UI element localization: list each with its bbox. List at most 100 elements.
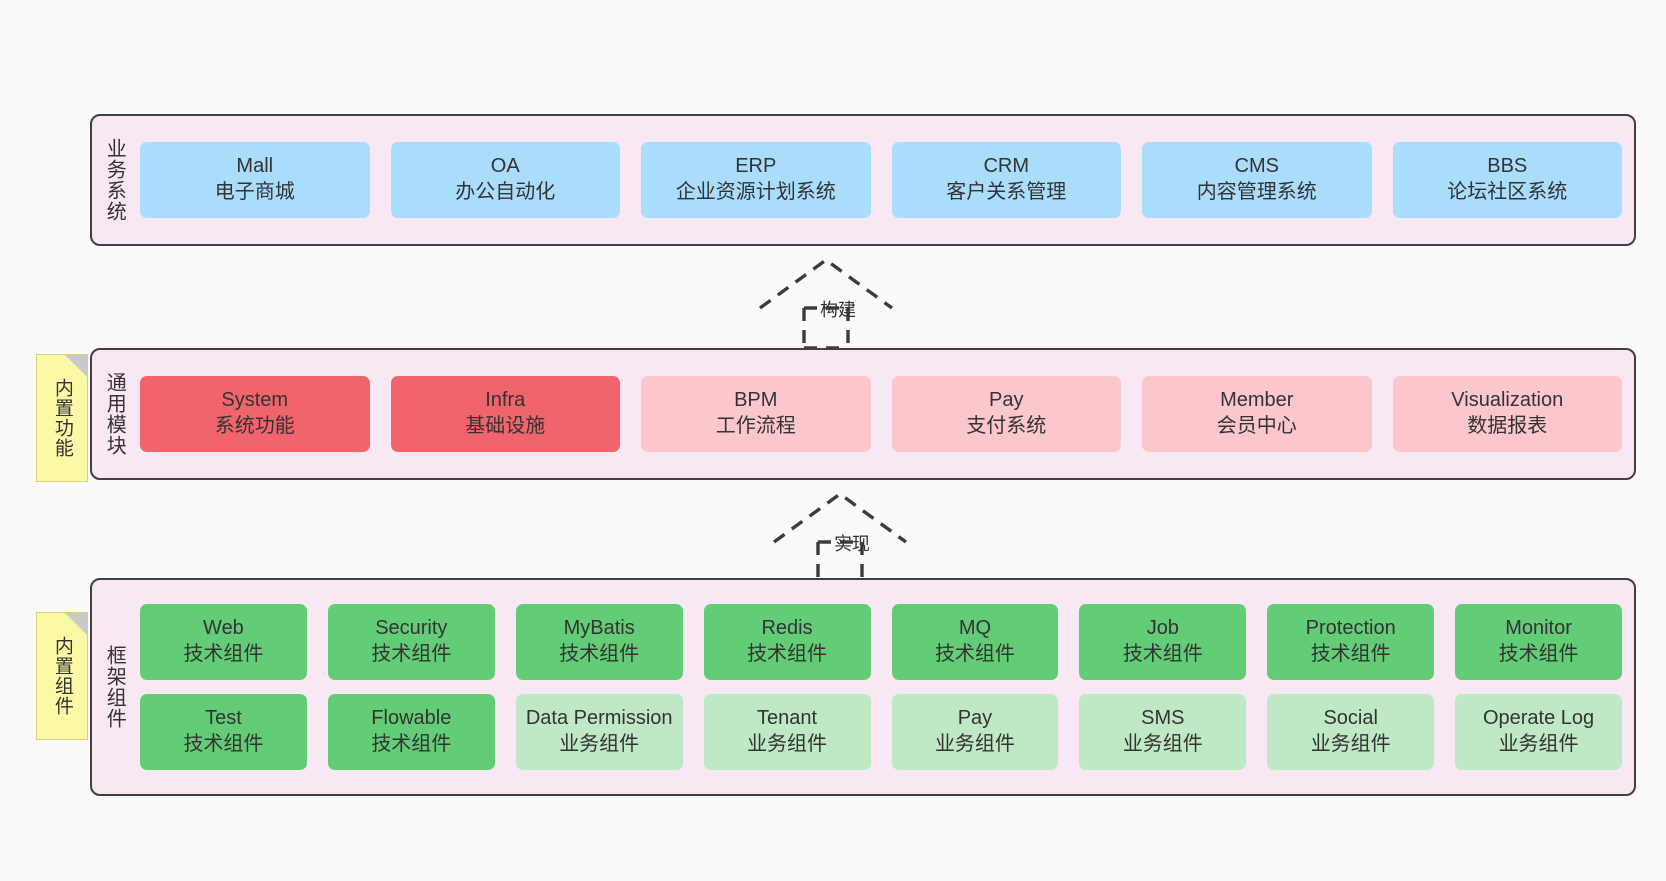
note-builtin-features: 内置功能 [36, 354, 88, 482]
module-card-title: System [221, 389, 289, 412]
component-card-title: MyBatis [563, 617, 635, 640]
module-card-subtitle: 工作流程 [715, 415, 796, 437]
module-card-title: Infra [485, 389, 526, 412]
component-card-title: Redis [761, 617, 813, 640]
layer-body-common-modules: System 系统功能 Infra 基础设施 BPM 工作流程 Pay 支付系统… [136, 350, 1634, 478]
component-card-title: Security [375, 617, 448, 640]
module-card-bpm[interactable]: BPM 工作流程 [641, 376, 871, 452]
component-card-subtitle: 业务组件 [934, 733, 1015, 755]
module-card-title: Member [1220, 389, 1294, 412]
relationship-arrow-implement-label: 实现 [834, 534, 870, 554]
relationship-arrow-implement: 实现 [772, 491, 922, 584]
component-card-flowable[interactable]: Flowable 技术组件 [327, 694, 495, 770]
component-card-title: SMS [1141, 707, 1185, 730]
module-card-subtitle: 电子商城 [214, 181, 295, 203]
module-card-subtitle: 论坛社区系统 [1447, 181, 1568, 203]
layer-business-systems: 业务系统 Mall 电子商城 OA 办公自动化 ERP 企业资源计划系统 CRM… [90, 114, 1636, 246]
layer-row: System 系统功能 Infra 基础设施 BPM 工作流程 Pay 支付系统… [140, 376, 1622, 452]
component-card-title: Flowable [371, 707, 452, 730]
component-card-title: Operate Log [1482, 707, 1595, 730]
module-card-subtitle: 办公自动化 [455, 181, 556, 203]
layer-framework-components: 框架组件 Web 技术组件 Security 技术组件 MyBatis 技术组件… [90, 578, 1636, 796]
component-card-protection[interactable]: Protection 技术组件 [1267, 604, 1435, 680]
module-card-visualization[interactable]: Visualization 数据报表 [1392, 376, 1622, 452]
component-card-title: Tenant [757, 707, 818, 730]
component-card-data-permission[interactable]: Data Permission 业务组件 [515, 694, 683, 770]
component-card-subtitle: 业务组件 [559, 733, 640, 755]
component-card-pay[interactable]: Pay 业务组件 [891, 694, 1059, 770]
component-card-subtitle: 技术组件 [183, 643, 264, 665]
note-builtin-components-label: 内置组件 [51, 636, 73, 716]
module-card-system[interactable]: System 系统功能 [140, 376, 370, 452]
component-card-sms[interactable]: SMS 业务组件 [1079, 694, 1247, 770]
module-card-cms[interactable]: CMS 内容管理系统 [1142, 142, 1372, 218]
module-card-title: BPM [734, 389, 778, 412]
component-card-test[interactable]: Test 技术组件 [140, 694, 307, 770]
component-card-job[interactable]: Job 技术组件 [1079, 604, 1247, 680]
module-card-title: CMS [1234, 155, 1279, 178]
component-card-operate-log[interactable]: Operate Log 业务组件 [1455, 694, 1622, 770]
module-card-member[interactable]: Member 会员中心 [1142, 376, 1372, 452]
relationship-arrow-build: 构建 [758, 257, 908, 350]
note-fold-corner-icon [65, 613, 87, 635]
module-card-mall[interactable]: Mall 电子商城 [140, 142, 370, 218]
component-card-subtitle: 技术组件 [1310, 643, 1391, 665]
layer-row: Web 技术组件 Security 技术组件 MyBatis 技术组件 Redi… [140, 604, 1622, 680]
component-card-subtitle: 技术组件 [1122, 643, 1203, 665]
component-card-mq[interactable]: MQ 技术组件 [891, 604, 1059, 680]
module-card-subtitle: 支付系统 [966, 415, 1047, 437]
module-card-subtitle: 企业资源计划系统 [675, 181, 836, 203]
component-card-monitor[interactable]: Monitor 技术组件 [1455, 604, 1622, 680]
module-card-title: OA [490, 155, 520, 178]
module-card-subtitle: 基础设施 [465, 415, 546, 437]
relationship-arrow-build-label: 构建 [820, 300, 856, 320]
component-card-subtitle: 技术组件 [371, 643, 452, 665]
module-card-subtitle: 系统功能 [214, 415, 295, 437]
module-card-infra[interactable]: Infra 基础设施 [390, 376, 620, 452]
layer-row: Mall 电子商城 OA 办公自动化 ERP 企业资源计划系统 CRM 客户关系… [140, 142, 1622, 218]
module-card-title: Visualization [1451, 389, 1564, 412]
component-card-title: Test [205, 707, 242, 730]
module-card-oa[interactable]: OA 办公自动化 [390, 142, 620, 218]
component-card-title: Job [1146, 617, 1179, 640]
component-card-security[interactable]: Security 技术组件 [327, 604, 495, 680]
note-builtin-features-label: 内置功能 [51, 378, 73, 458]
component-card-tenant[interactable]: Tenant 业务组件 [703, 694, 871, 770]
module-card-bbs[interactable]: BBS 论坛社区系统 [1392, 142, 1622, 218]
layer-row: Test 技术组件 Flowable 技术组件 Data Permission … [140, 694, 1622, 770]
component-card-social[interactable]: Social 业务组件 [1267, 694, 1435, 770]
component-card-title: Social [1323, 707, 1378, 730]
module-card-title: ERP [735, 155, 777, 178]
module-card-title: Pay [989, 389, 1024, 412]
module-card-subtitle: 数据报表 [1467, 415, 1548, 437]
component-card-subtitle: 技术组件 [371, 733, 452, 755]
module-card-title: CRM [983, 155, 1030, 178]
layer-body-business-systems: Mall 电子商城 OA 办公自动化 ERP 企业资源计划系统 CRM 客户关系… [136, 116, 1634, 244]
layer-common-modules: 通用模块 System 系统功能 Infra 基础设施 BPM 工作流程 Pay… [90, 348, 1636, 480]
component-card-subtitle: 技术组件 [747, 643, 828, 665]
component-card-title: Data Permission [525, 707, 673, 730]
component-card-subtitle: 技术组件 [183, 733, 264, 755]
component-card-redis[interactable]: Redis 技术组件 [703, 604, 871, 680]
component-card-subtitle: 技术组件 [1498, 643, 1579, 665]
component-card-title: Protection [1305, 617, 1396, 640]
component-card-title: MQ [958, 617, 992, 640]
component-card-subtitle: 业务组件 [1310, 733, 1391, 755]
module-card-title: BBS [1487, 155, 1528, 178]
module-card-subtitle: 内容管理系统 [1196, 181, 1317, 203]
component-card-subtitle: 业务组件 [1122, 733, 1203, 755]
module-card-erp[interactable]: ERP 企业资源计划系统 [641, 142, 871, 218]
note-fold-corner-icon [65, 355, 87, 377]
component-card-title: Web [203, 617, 244, 640]
module-card-pay[interactable]: Pay 支付系统 [891, 376, 1121, 452]
component-card-subtitle: 技术组件 [559, 643, 640, 665]
component-card-web[interactable]: Web 技术组件 [140, 604, 307, 680]
component-card-subtitle: 业务组件 [1498, 733, 1579, 755]
module-card-subtitle: 客户关系管理 [946, 181, 1067, 203]
component-card-title: Pay [957, 707, 993, 730]
component-card-mybatis[interactable]: MyBatis 技术组件 [515, 604, 683, 680]
module-card-title: Mall [236, 155, 274, 178]
module-card-crm[interactable]: CRM 客户关系管理 [891, 142, 1121, 218]
component-card-subtitle: 业务组件 [747, 733, 828, 755]
